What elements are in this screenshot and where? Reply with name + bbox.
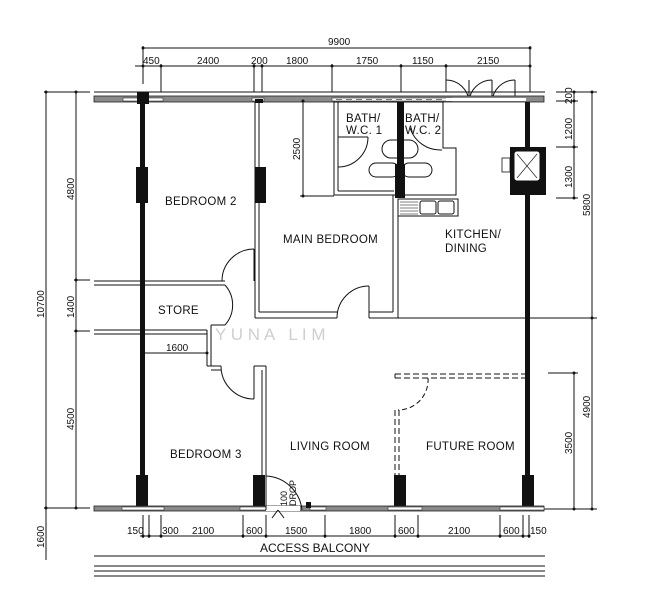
label-living-room: LIVING ROOM bbox=[290, 441, 370, 453]
dim-right-2: 1200 bbox=[564, 117, 575, 140]
label-bedroom3: BEDROOM 3 bbox=[170, 449, 242, 461]
dim-bottom-8: 2100 bbox=[448, 526, 471, 537]
label-refuse-1: 100 bbox=[279, 491, 289, 506]
label-bath2-line1: BATH/ bbox=[405, 113, 440, 125]
dim-store-width: 1600 bbox=[166, 343, 189, 354]
kitchen-sink bbox=[397, 198, 459, 217]
top-wall bbox=[93, 92, 545, 104]
dim-right-lower: 4900 bbox=[582, 395, 593, 418]
access-balcony-lines bbox=[94, 555, 545, 577]
dim-left-overall: 10700 bbox=[36, 290, 47, 318]
future-room-partition bbox=[394, 373, 525, 475]
label-future-room: FUTURE ROOM bbox=[426, 441, 515, 453]
dim-top-3: 200 bbox=[251, 56, 268, 67]
dim-top-overall: 9900 bbox=[328, 37, 351, 48]
dim-bottom-5: 1500 bbox=[285, 526, 308, 537]
bottom-dimensions bbox=[140, 515, 530, 538]
refuse-drop bbox=[265, 475, 303, 519]
dim-right-1: 200 bbox=[564, 87, 575, 104]
dim-bottom-9: 600 bbox=[503, 526, 520, 537]
dim-left-balcony: 1600 bbox=[36, 525, 47, 548]
label-bedroom2: BEDROOM 2 bbox=[165, 196, 237, 208]
label-kitchen-1: KITCHEN/ bbox=[445, 229, 502, 241]
dim-left-2: 1400 bbox=[66, 295, 77, 318]
watermark: Y U N A L I M bbox=[215, 325, 326, 344]
dim-right-upper: 5800 bbox=[582, 193, 593, 216]
left-dimensions bbox=[44, 91, 90, 560]
dim-bottom-3: 2100 bbox=[192, 526, 215, 537]
dim-top-7: 2150 bbox=[477, 56, 500, 67]
dim-bottom-10: 150 bbox=[530, 526, 547, 537]
dim-top-4: 1800 bbox=[286, 56, 309, 67]
dim-right-3: 1300 bbox=[564, 165, 575, 188]
label-bath2-line2: W.C. 2 bbox=[405, 125, 441, 137]
bath-partition bbox=[397, 102, 404, 195]
label-bath1-line2: W.C. 1 bbox=[346, 125, 382, 137]
dim-bottom-6: 1800 bbox=[349, 526, 372, 537]
dim-top-5: 1750 bbox=[356, 56, 379, 67]
label-kitchen-2: DINING bbox=[445, 243, 487, 255]
label-store: STORE bbox=[158, 305, 199, 317]
bottom-wall bbox=[93, 502, 545, 512]
interior-walls bbox=[145, 102, 530, 476]
column bbox=[395, 164, 405, 198]
bath-depth-dim bbox=[300, 101, 334, 197]
dim-bath-depth: 2500 bbox=[292, 137, 303, 160]
dim-bottom-2: 300 bbox=[162, 526, 179, 537]
column bbox=[394, 475, 406, 508]
column bbox=[255, 167, 266, 203]
dim-top-6: 1150 bbox=[412, 56, 434, 67]
dim-bottom-7: 600 bbox=[398, 526, 415, 537]
dim-left-3: 4500 bbox=[66, 407, 77, 430]
dim-left-1: 4800 bbox=[66, 177, 77, 200]
label-access-balcony: ACCESS BALCONY bbox=[260, 541, 370, 555]
dim-top-1: 450 bbox=[143, 56, 160, 67]
dim-bottom-1: 150 bbox=[127, 526, 144, 537]
label-refuse-2: DROP bbox=[288, 480, 298, 506]
dim-right-3500: 3500 bbox=[564, 431, 575, 454]
label-bath1-line1: BATH/ bbox=[346, 113, 381, 125]
right-wall bbox=[501, 102, 548, 508]
dim-bottom-4: 600 bbox=[246, 526, 263, 537]
dim-top-2: 2400 bbox=[197, 56, 220, 67]
label-main-bedroom: MAIN BEDROOM bbox=[283, 234, 378, 246]
column bbox=[253, 475, 265, 508]
left-wall bbox=[94, 102, 148, 508]
